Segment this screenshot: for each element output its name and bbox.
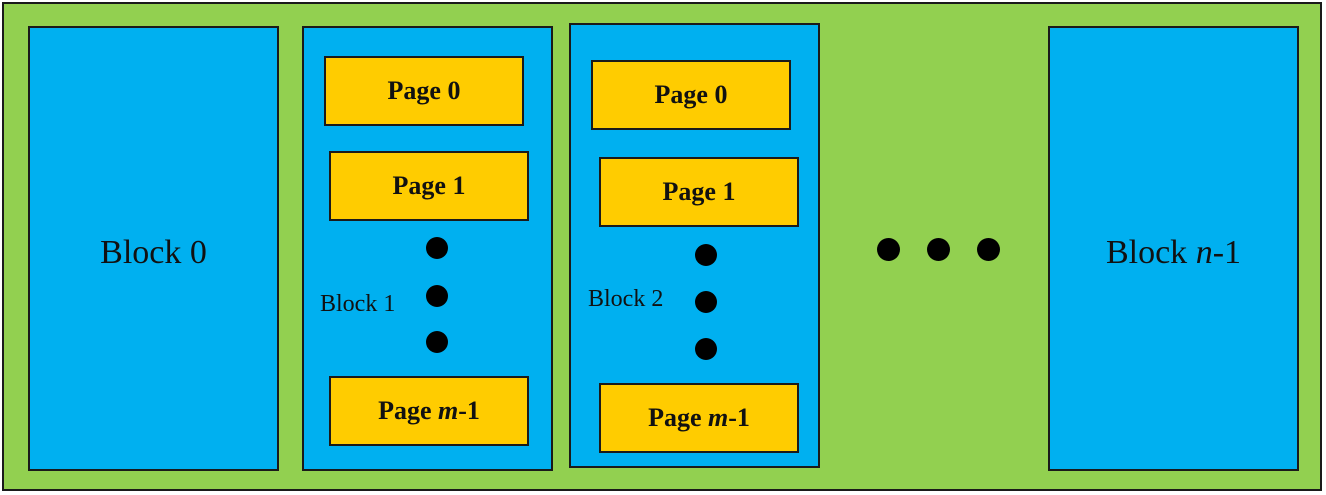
block-1-page-0-label: Page 0: [387, 76, 461, 105]
block-2-page-0-label: Page 0: [654, 80, 728, 109]
ellipsis-dot: [877, 238, 900, 261]
ellipsis-dot: [695, 291, 717, 313]
block-1-label: Block 1: [320, 291, 396, 317]
block-n-minus-1: Block n-1: [1048, 26, 1299, 471]
block-1-page-1-label: Page 1: [392, 171, 466, 200]
block-1-page-1: Page 1: [329, 151, 529, 221]
ellipsis-dot: [426, 237, 448, 259]
ellipsis-dot: [927, 238, 950, 261]
block-2-page-last: Page m-1: [599, 383, 799, 453]
ellipsis-dot: [426, 331, 448, 353]
block-1-page-last: Page m-1: [329, 376, 529, 446]
block-0-label: Block 0: [100, 234, 207, 271]
block-2-page-1: Page 1: [599, 157, 799, 227]
block-1: Page 0 Page 1 Block 1 Page m-1: [302, 26, 553, 471]
block-1-page-0: Page 0: [324, 56, 524, 126]
block-1-page-last-label: Page m-1: [378, 396, 480, 425]
block-0: Block 0: [28, 26, 279, 471]
block-2-page-0: Page 0: [591, 60, 791, 130]
ellipsis-dot: [426, 285, 448, 307]
block-2: Page 0 Page 1 Block 2 Page m-1: [569, 23, 820, 468]
block-n-minus-1-label: Block n-1: [1105, 234, 1242, 271]
ellipsis-dot: [977, 238, 1000, 261]
block-2-page-1-label: Page 1: [662, 177, 736, 206]
block-2-label: Block 2: [588, 286, 664, 312]
ellipsis-dot: [695, 244, 717, 266]
block-2-page-last-label: Page m-1: [648, 403, 750, 432]
ellipsis-dot: [695, 338, 717, 360]
